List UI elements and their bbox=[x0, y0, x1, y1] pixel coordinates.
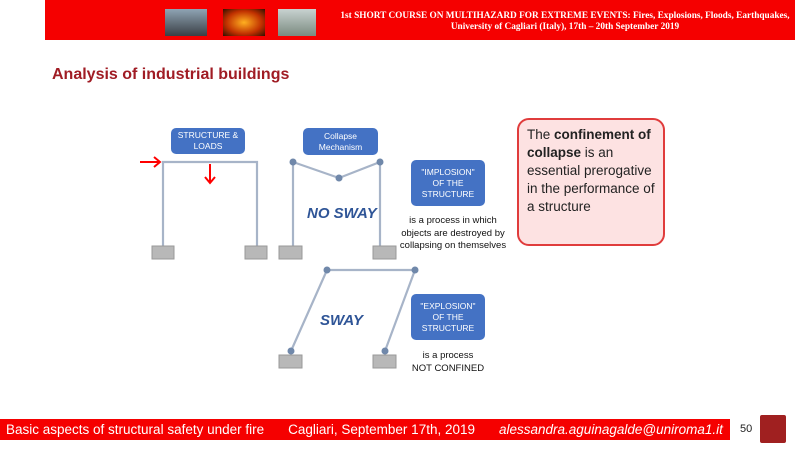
load-arrows bbox=[140, 156, 216, 185]
frame-sway bbox=[289, 268, 417, 352]
confinement-note: The confinement of collapse is an essent… bbox=[517, 118, 665, 246]
hazard-image-fire bbox=[223, 9, 265, 36]
slide-title: Analysis of industrial buildings bbox=[52, 66, 290, 83]
implosion-label: "IMPLOSION" OF THE STRUCTURE bbox=[411, 160, 485, 206]
footer-course: Basic aspects of structural safety under… bbox=[6, 422, 265, 437]
hazard-image-smoke bbox=[165, 9, 207, 36]
explosion-label: "EXPLOSION" OF THE STRUCTURE bbox=[411, 294, 485, 340]
collapse-mechanism-label: Collapse Mechanism bbox=[303, 128, 378, 155]
hazard-image-flood bbox=[278, 9, 316, 36]
structure-loads-label: STRUCTURE & LOADS bbox=[171, 128, 245, 154]
no-sway-label: NO SWAY bbox=[307, 205, 377, 222]
frame-initial bbox=[161, 160, 259, 247]
hinge-nodes bbox=[287, 158, 419, 355]
page-number: 50 bbox=[740, 423, 753, 435]
footer-email: alessandra.aguinagalde@uniroma1.it bbox=[499, 422, 723, 437]
footer-date: Cagliari, September 17th, 2019 bbox=[288, 422, 475, 437]
fire-logo bbox=[760, 415, 786, 443]
footer-bar: Basic aspects of structural safety under… bbox=[0, 419, 730, 440]
sway-label: SWAY bbox=[320, 312, 364, 329]
header-title: 1st SHORT COURSE ON MULTIHAZARD FOR EXTR… bbox=[340, 11, 790, 32]
